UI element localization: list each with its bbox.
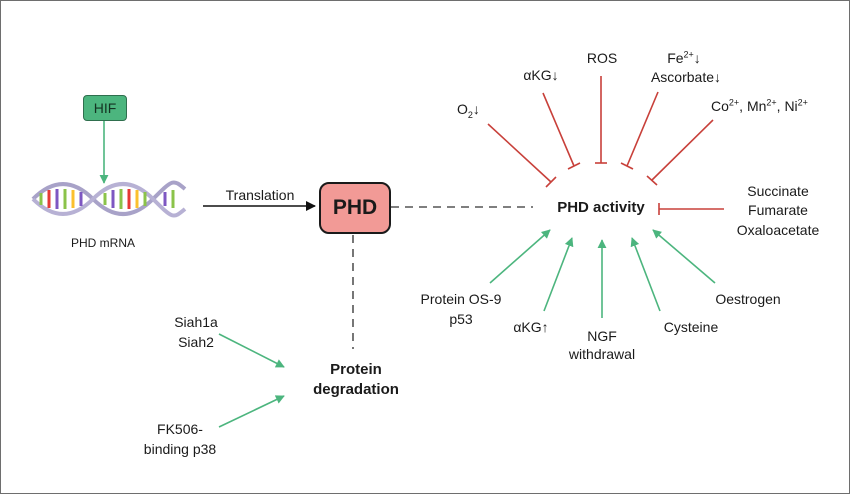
fk506-label: FK506- [157,421,203,437]
hif-box: HIF [83,95,127,121]
o2-inhibition-line [487,123,557,188]
translation-label: Translation [225,187,295,203]
oxaloacetate-label: Oxaloacetate [736,222,820,238]
cysteine-activation-arrow [630,237,661,312]
ascorbate-label: Ascorbate↓ [650,69,722,85]
akg-up-label: αKG↑ [513,319,549,335]
ros-inhibition-line [595,76,607,164]
akg-up-activation-arrow [543,237,574,312]
mrna-helix-icon [31,180,187,218]
cysteine-label: Cysteine [663,319,719,335]
succinate-label: Succinate [747,183,809,199]
withdrawal-label: withdrawal [568,346,636,362]
protein-os9-label: Protein OS-9 [420,291,502,307]
oestrogen-label: Oestrogen [715,291,781,307]
metals-inhibition-line [646,119,714,186]
os9-p53-activation-arrow [489,229,551,284]
phd-activity-label: PHD activity [557,199,645,216]
o2-label: O2↓ [457,101,480,120]
protein-label: Protein [330,361,382,378]
metal-ions-label: Co2+, Mn2+, Ni2+ [711,97,808,114]
siah2-label: Siah2 [178,334,214,350]
p53-label: p53 [449,311,473,327]
siah-activation-arrow [218,333,285,368]
fumarate-label: Fumarate [748,202,808,218]
tca-inhibition-line [658,203,724,215]
fe-ascorbate-inhibition-line [620,91,659,170]
phd-box: PHD [319,182,391,234]
oestrogen-activation-arrow [652,229,716,284]
akg-down-label: αKG↓ [523,67,559,83]
ros-label: ROS [586,50,618,66]
phd-mrna-label: PHD mRNA [70,236,135,250]
akg-inhibition-line [542,92,581,170]
fk506-activation-arrow [218,395,285,428]
siah1a-label: Siah1a [174,314,218,330]
ngf-label: NGF [587,328,617,344]
degradation-label: degradation [313,381,399,398]
fe-label: Fe2+↓ [667,49,701,66]
binding-p38-label: binding p38 [143,441,217,457]
